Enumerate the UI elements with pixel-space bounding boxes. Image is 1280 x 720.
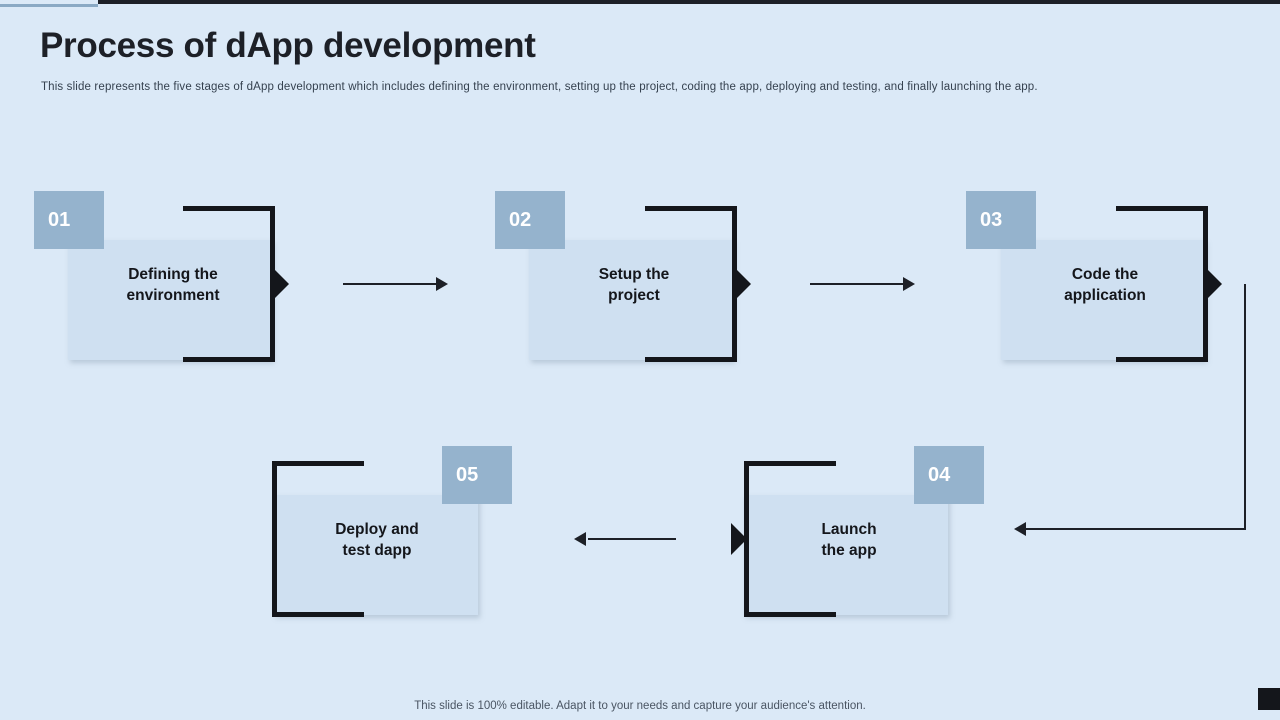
top-accent-bar [98, 0, 1280, 4]
step-number-badge: 04 [914, 446, 984, 504]
step-label-line2: test dapp [342, 541, 412, 559]
step-label-line2: the app [821, 541, 877, 559]
step-card-background [529, 240, 733, 360]
step-number: 03 [980, 208, 1003, 231]
step-number: 04 [928, 463, 951, 486]
arrow-right-icon [436, 277, 448, 291]
step-card-background [68, 240, 272, 360]
card-pointer-01-icon [273, 268, 289, 300]
step-label: Deploy and test dapp [282, 520, 472, 562]
page-title: Process of dApp development [40, 26, 536, 65]
step-number: 02 [509, 208, 532, 231]
arrow-left-icon [574, 532, 586, 546]
step-number-badge: 05 [442, 446, 512, 504]
card-pointer-02-icon [735, 268, 751, 300]
step-label-line2: environment [126, 286, 220, 304]
step-label-line2: application [1064, 286, 1146, 304]
step-label-line1: Launch [821, 521, 877, 538]
page-subtitle: This slide represents the five stages of… [41, 81, 1038, 93]
step-label-line2: project [608, 286, 660, 304]
step-label-line1: Deploy and [335, 521, 419, 538]
step-number: 01 [48, 208, 71, 231]
arrow-right-icon [903, 277, 915, 291]
step-card-background [744, 495, 948, 615]
top-corner-gap [0, 0, 96, 4]
step-number-badge: 02 [495, 191, 565, 249]
step-label: Setup the project [539, 265, 729, 307]
step-label: Code the application [1010, 265, 1200, 307]
arrow-left-icon [1014, 522, 1026, 536]
step-label: Defining the environment [78, 265, 268, 307]
footer-mark [1258, 688, 1280, 710]
card-pointer-04-icon [731, 523, 747, 555]
step-label-line1: Code the [1071, 266, 1139, 283]
slide-footer-note: This slide is 100% editable. Adapt it to… [414, 700, 866, 712]
step-card-background [274, 495, 478, 615]
step-label-line1: Defining the [128, 266, 218, 283]
step-number-badge: 01 [34, 191, 104, 249]
card-pointer-03-icon [1206, 268, 1222, 300]
step-number: 05 [456, 463, 479, 486]
step-label-line1: Setup the [598, 266, 670, 283]
step-label: Launch the app [754, 520, 944, 562]
step-card-background [1001, 240, 1205, 360]
top-accent-bar-light [0, 4, 98, 7]
step-number-badge: 03 [966, 191, 1036, 249]
